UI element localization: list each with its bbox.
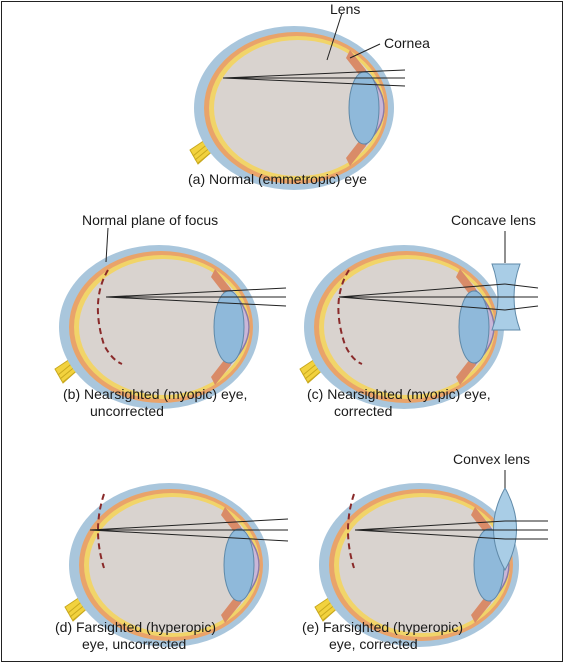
label-lens: Lens — [330, 1, 360, 17]
label-cornea: Cornea — [384, 35, 430, 51]
label-concave-lens: Concave lens — [451, 212, 536, 228]
caption-b: (b) Nearsighted (myopic) eye, uncorrecte… — [63, 386, 247, 420]
eye-myopic-uncorrected — [55, 228, 286, 409]
caption-b-line1: (b) Nearsighted (myopic) eye, — [63, 386, 247, 402]
caption-d-line1: (d) Farsighted (hyperopic) — [55, 619, 216, 635]
caption-a: (a) Normal (emmetropic) eye — [188, 171, 367, 188]
caption-e-line2: eye, corrected — [302, 636, 463, 653]
caption-d: (d) Farsighted (hyperopic) eye, uncorrec… — [55, 619, 216, 653]
caption-c: (c) Nearsighted (myopic) eye, corrected — [307, 386, 491, 420]
caption-c-line2: corrected — [307, 403, 491, 420]
caption-b-line2: uncorrected — [63, 403, 247, 420]
caption-e: (e) Farsighted (hyperopic) eye, correcte… — [302, 619, 463, 653]
eye-normal — [190, 13, 405, 190]
caption-e-line1: (e) Farsighted (hyperopic) — [302, 619, 463, 635]
label-convex-lens: Convex lens — [453, 451, 530, 467]
caption-c-line1: (c) Nearsighted (myopic) eye, — [307, 386, 491, 402]
caption-a-text: (a) Normal (emmetropic) eye — [188, 171, 367, 187]
caption-d-line2: eye, uncorrected — [55, 636, 216, 653]
eye-myopic-corrected — [300, 231, 538, 409]
label-normal-plane: Normal plane of focus — [82, 212, 218, 228]
